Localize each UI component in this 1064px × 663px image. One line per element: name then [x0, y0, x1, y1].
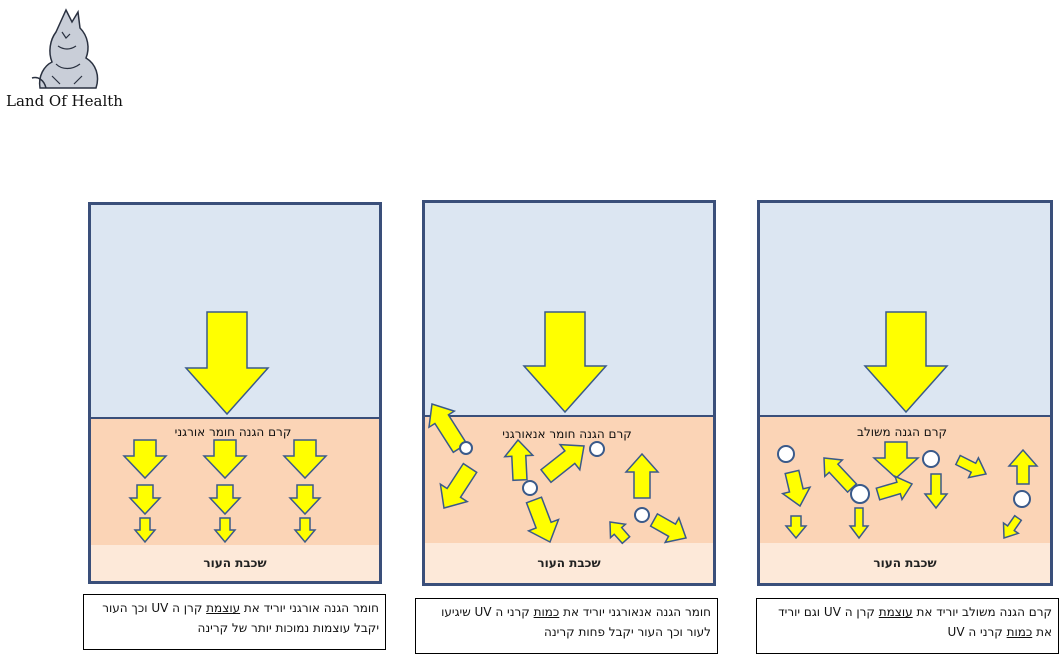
logo-text: Land Of Health	[6, 92, 123, 110]
caption-emphasis: עוצמת	[206, 601, 241, 615]
layer-label: קרם הגנה חומר אנאורגני	[502, 427, 632, 441]
panel-inorganic: שכבת העור קרם הגנה חומר אנאורגני	[422, 200, 716, 586]
caption-text: קרן ה UV וגם יוריד את	[778, 605, 1052, 639]
skin-layer: שכבת העור	[760, 543, 1050, 583]
panel-combined: שכבת העור קרם הגנה משולב	[757, 200, 1053, 586]
caption-inorganic: חומר הגנה אנאורגני יוריד את כמות קרני ה …	[415, 598, 718, 654]
caption-combined: קרם הגנה משולב יוריד את עוצמת קרן ה UV ו…	[756, 598, 1059, 654]
panel-organic: שכבת העור קרם הגנה חומר אורגני	[88, 202, 382, 584]
caption-emphasis: כמות	[1006, 625, 1033, 639]
logo: Land Of Health	[6, 4, 131, 112]
caption-text: קרני ה UV	[947, 625, 1007, 639]
caption-text: חומר הגנה אנאורגני יוריד את	[559, 605, 711, 619]
caption-emphasis: כמות	[533, 605, 560, 619]
caption-text: חומר הגנה אורגני יוריד את	[240, 601, 379, 615]
skin-label: שכבת העור	[537, 556, 601, 570]
caption-text: קרם הגנה משולב יוריד את	[912, 605, 1053, 619]
wolf-icon	[31, 8, 99, 89]
skin-label: שכבת העור	[203, 556, 267, 570]
caption-text: קרני ה UV שיגיעו לעור וכך העור יקבל פחות…	[441, 605, 711, 639]
skin-layer: שכבת העור	[425, 543, 713, 583]
layer-label: קרם הגנה חומר אורגני	[174, 425, 292, 439]
layer-label: קרם הגנה משולב	[857, 425, 947, 439]
caption-organic: חומר הגנה אורגני יוריד את עוצמת קרן ה UV…	[83, 594, 386, 650]
caption-text: קרן ה UV וכך העור יקבל עוצמות נמוכות יות…	[102, 601, 379, 635]
caption-emphasis: עוצמת	[878, 605, 913, 619]
skin-layer: שכבת העור	[91, 545, 379, 581]
skin-label: שכבת העור	[873, 556, 937, 570]
